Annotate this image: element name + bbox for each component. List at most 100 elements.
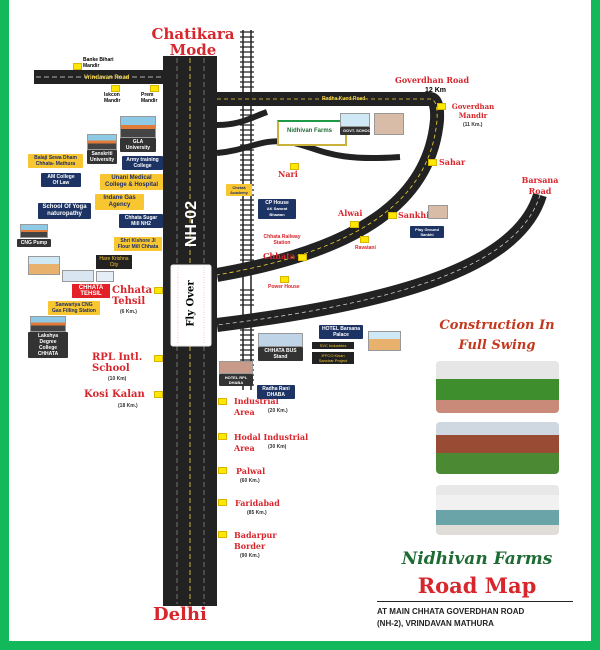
place-chhata-tehsil-km: (6 Km.) <box>120 309 137 315</box>
marker-icon <box>218 467 227 474</box>
svc-industries: SVC Industries <box>312 342 354 349</box>
iffco: IFFCO Kisan Sanchar Project <box>312 352 354 364</box>
hotel-rpl: HOTEL RPL DHABA <box>219 374 253 386</box>
temple-prem: Prem Mandir <box>141 92 158 104</box>
railway-sleepers <box>240 31 254 386</box>
hare-krishna-label: Hare Krishna City <box>96 255 132 269</box>
govt-school-image <box>340 113 370 127</box>
hotel-rpl-image <box>219 361 253 374</box>
marker-icon <box>154 391 163 398</box>
temple-banke-bihari: Banke Bihari Mandir <box>83 57 114 69</box>
place-hodal-km: (30 Km) <box>268 444 287 450</box>
yoga-label: School Of Yoga naturopathy <box>38 203 91 219</box>
sanwariya-label: Sanwariya CNG Gas Filling Station <box>48 301 100 315</box>
address-line2: (NH-2), VRINDAVAN MATHURA <box>377 619 494 628</box>
frame-bottom <box>0 641 600 650</box>
power-house: Power House <box>268 284 300 290</box>
marker-icon <box>218 433 227 440</box>
cng-image <box>20 224 48 238</box>
kishori-label: Shri Kishore Ji Flour Mill Chhata <box>114 237 162 251</box>
frame-left <box>0 0 9 650</box>
gla-label: GLA University <box>120 138 156 152</box>
marker-icon <box>360 236 369 243</box>
place-palwal-km: (60 Km.) <box>240 478 260 484</box>
sankhi: Sankhi <box>398 210 430 220</box>
logo-text: Nidhivan Farms <box>287 128 333 134</box>
place-badarpur: Badarpur Border <box>234 530 277 551</box>
unani-label: Unani Medical College & Hospital <box>100 174 163 190</box>
marker-icon <box>154 355 163 362</box>
marker-icon <box>428 159 437 166</box>
marker-icon <box>73 63 82 70</box>
sugar-mill-label: Chhata Sugar Mill NH2 <box>119 214 163 228</box>
goverdhan-road-km: 12 Km <box>425 87 447 94</box>
radhakund-road-label: Radha Kund Road <box>322 96 366 102</box>
temple-image <box>374 113 404 135</box>
promo-line1: Construction In <box>439 318 555 333</box>
school-image <box>368 331 401 351</box>
place-rpl-school: RPL Intl. School <box>92 352 143 374</box>
place-palwal: Palwal <box>236 466 266 476</box>
cp-house-title: CP House <box>265 200 289 206</box>
footer-divider <box>377 601 573 602</box>
gla-image <box>120 116 156 138</box>
play-ground: Play Ground Sankhi <box>410 226 444 238</box>
nidhivan-logo: Nidhivan Farms <box>277 120 347 146</box>
chetak-academy: Chetak Academy <box>226 184 252 196</box>
cng-label: CNG Pump <box>17 239 51 247</box>
school-image <box>28 256 60 275</box>
sanskriti-image <box>87 134 117 150</box>
sahar: Sahar <box>439 157 466 167</box>
marker-icon <box>280 276 289 283</box>
construction-photo-cottage <box>436 422 559 474</box>
flyover-label: Fly Over <box>185 280 197 327</box>
construction-photo-pool <box>436 485 559 535</box>
lakshya-image <box>30 316 66 332</box>
balaji-label: Balaji Sewa Dham Chhata- Mathura <box>28 154 83 168</box>
place-industrial-area-km: (20 Km.) <box>268 408 288 414</box>
building-image <box>62 270 94 282</box>
marker-icon <box>437 103 446 110</box>
temple-iskcon: Iskcon Mandir <box>104 92 121 104</box>
construction-photo-garden <box>436 361 559 413</box>
marker-icon <box>150 85 159 92</box>
bus-stand-image <box>258 333 303 347</box>
nari: Nari <box>278 169 298 179</box>
alwai: Alwai <box>338 208 363 218</box>
place-faridabad: Faridabad <box>235 498 280 508</box>
army-label: Army training College <box>122 156 163 170</box>
indane-label: Indane Gas Agency <box>95 194 144 210</box>
marker-icon <box>154 287 163 294</box>
marker-icon <box>298 254 307 261</box>
city-delhi: Delhi <box>153 604 207 625</box>
flyover-box <box>170 264 212 347</box>
nh02-label: NH-02 <box>183 200 200 248</box>
place-badarpur-km: (90 Km.) <box>240 553 260 559</box>
place-chhata-tehsil: Chhata Tehsil <box>112 285 153 307</box>
marker-icon <box>218 499 227 506</box>
sankhi-temple-image <box>428 205 448 219</box>
frame-right <box>591 0 600 650</box>
cp-house-sub: AK Samrat Bhawan <box>266 206 288 217</box>
marker-icon <box>218 398 227 405</box>
govt-school-label: GOVT. SCHOOL <box>340 127 373 135</box>
footer-title: Road Map <box>417 573 537 598</box>
lakshya-label: Lakshya Degree College CHHATA <box>28 332 68 358</box>
vrindavan-road <box>34 70 164 84</box>
marker-icon <box>290 163 299 170</box>
place-industrial-area: Industrial Area <box>234 396 279 417</box>
footer-address: AT MAIN CHHATA GOVERDHAN ROAD (NH-2), VR… <box>377 606 524 630</box>
marker-icon <box>218 531 227 538</box>
barsana-road-label: Barsana Road <box>521 175 559 196</box>
railway-station: Chhata Railway Station <box>263 234 301 246</box>
place-rpl-school-km: (10 Km) <box>108 376 127 382</box>
city-chatikara-mode: Chatikara Mode <box>151 25 235 59</box>
goverdhan-mandir: Goverdhan Mandir <box>451 102 495 120</box>
address-line1: AT MAIN CHHATA GOVERDHAN ROAD <box>377 607 525 616</box>
hotel-barsana: HOTEL Barsana Palace <box>319 325 363 339</box>
place-faridabad-km: (85 Km.) <box>247 510 267 516</box>
vrindavan-road-label: Vrindavan Road <box>84 75 130 81</box>
bank-image <box>96 271 114 282</box>
